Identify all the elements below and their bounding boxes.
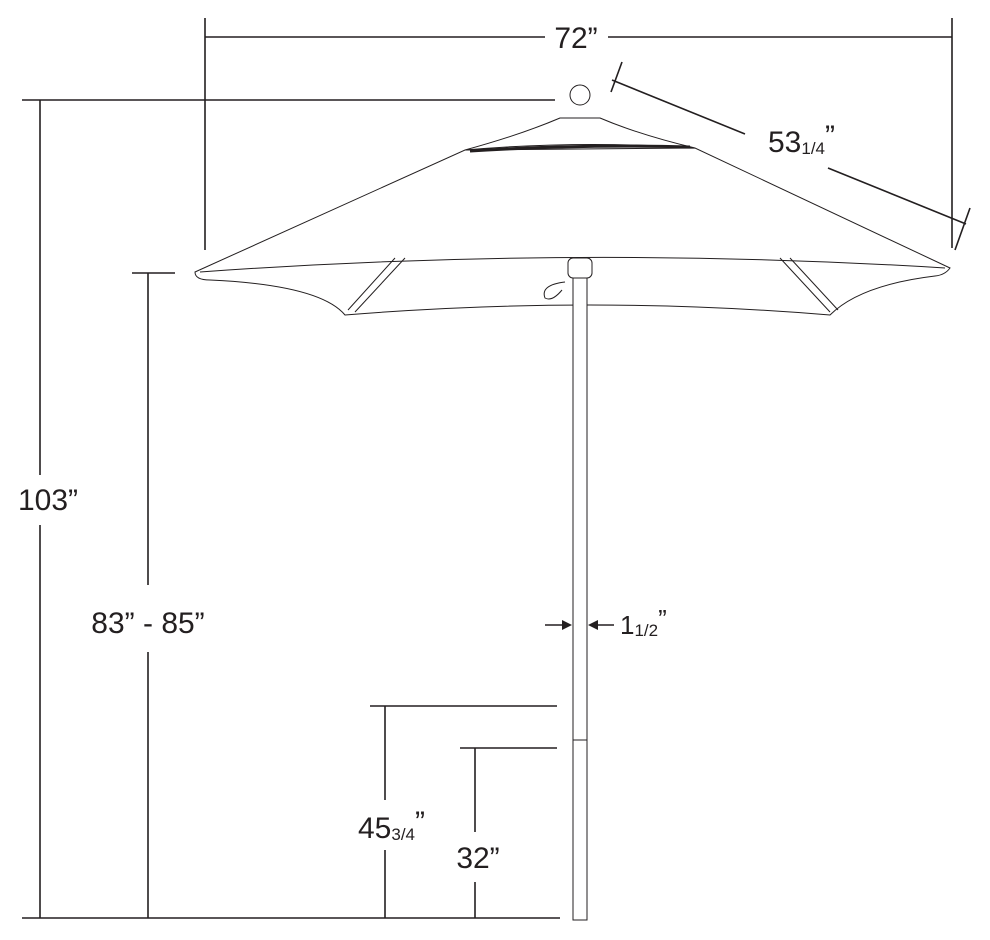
- pole-diameter-dimension: 11/2”: [545, 604, 667, 640]
- width-dimension: 72”: [204, 18, 953, 250]
- hub: [567, 257, 593, 279]
- total-height-dimension: 103”: [18, 99, 560, 919]
- total-height-label: 103”: [18, 484, 78, 517]
- table-low-label: 32”: [456, 842, 499, 875]
- table-high-label: 453/4”: [358, 806, 425, 845]
- width-label: 72”: [554, 22, 597, 55]
- clearance-dimension: 83” - 85”: [91, 272, 205, 918]
- finial: [569, 84, 591, 106]
- rib-label: 531/4”: [768, 120, 835, 159]
- table-high-dimension: 453/4”: [358, 705, 557, 918]
- canopy: [194, 84, 951, 316]
- rib-dimension: 531/4”: [610, 61, 971, 251]
- table-low-dimension: 32”: [456, 747, 557, 918]
- clearance-label: 83” - 85”: [91, 607, 204, 640]
- pole-diameter-label: 11/2”: [620, 604, 667, 640]
- pole: [572, 277, 588, 921]
